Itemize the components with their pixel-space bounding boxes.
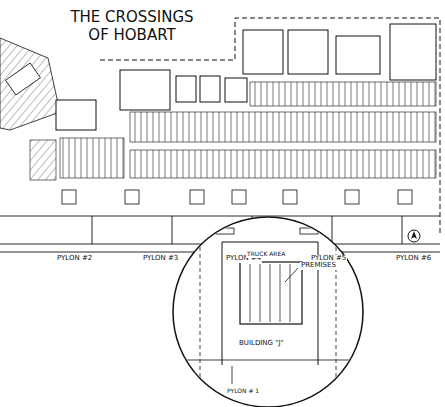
property-line [100, 18, 440, 235]
pylon-label: PYLON #3 [142, 255, 179, 263]
inset-circle [173, 217, 363, 407]
map-title: THE CROSSINGS OF HOBART [62, 8, 202, 44]
angled-buildings [0, 38, 60, 130]
pylon-label: PYLON # 1 [226, 388, 260, 395]
area-label: TRUCK AREA [246, 251, 286, 258]
premises-label: PREMISES [300, 262, 337, 270]
building [6, 63, 41, 95]
outparcels [62, 190, 412, 204]
pylon-label: PYLON #2 [56, 255, 93, 263]
north-arrow [408, 230, 420, 242]
building-label: BUILDING "J" [238, 340, 285, 348]
pylon-label: PYLON #6 [395, 255, 432, 263]
parking-fields [30, 82, 436, 180]
inset-plan [180, 228, 360, 384]
